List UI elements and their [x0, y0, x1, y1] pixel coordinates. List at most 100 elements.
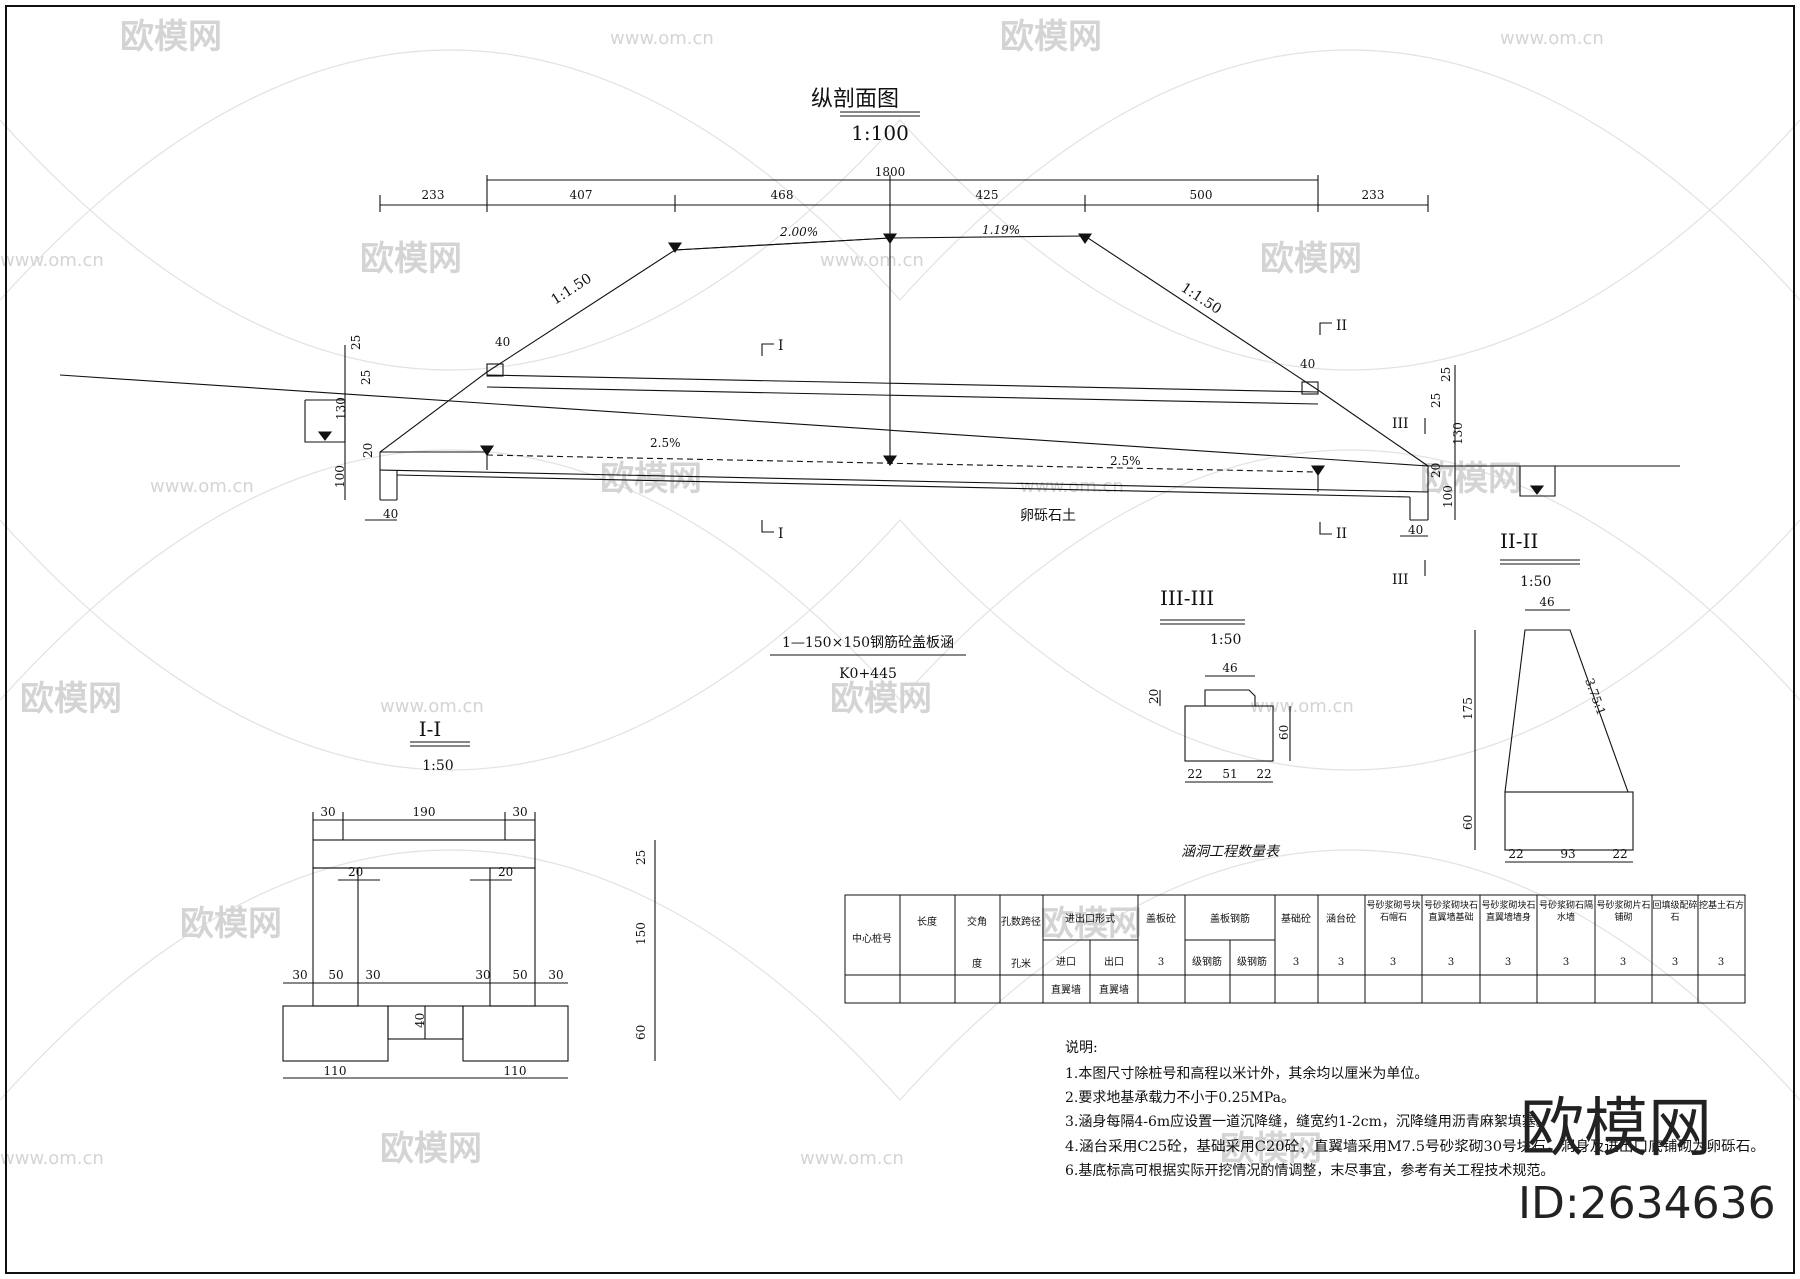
col-header: 回填级配碎石: [1652, 901, 1698, 923]
longitudinal-profile: 纵剖面图 1:100 1800 233 407 468 425 500 233 …: [59, 87, 1680, 588]
dim: 40: [495, 335, 510, 349]
section-III-III: III-III 1:50 46 20 60 22 51 22: [1147, 586, 1291, 783]
dim: 60: [1277, 725, 1291, 740]
col-rebar-b: 级钢筋: [1237, 955, 1267, 968]
col-header: 号砂浆砌块石直翼墙基础: [1423, 901, 1478, 923]
section-II-scale: 1:50: [1520, 574, 1551, 590]
brand-overlay: 欧模网 ID:2634636: [1518, 1092, 1776, 1229]
dim: 30: [292, 968, 307, 982]
note-item: 3.涵身每隔4-6m应设置一道沉降缝，缝宽约1-2cm，沉降缝用沥青麻絮填塞。: [1065, 1113, 1550, 1130]
watermark-pattern: [0, 49, 1800, 1101]
dim-seg: 500: [1190, 188, 1213, 202]
dim: 30: [548, 968, 563, 982]
watermark-url: www.om.cn: [0, 1148, 104, 1169]
dim: 22: [1187, 767, 1202, 781]
section-III-scale: 1:50: [1210, 632, 1241, 648]
unit: 3: [1563, 957, 1569, 968]
note-item: 2.要求地基承载力不小于0.25MPa。: [1065, 1089, 1295, 1106]
quantity-table: 涵洞工程数量表 中心桩号 长度 交角 度 孔数: [844, 844, 1746, 1004]
watermark-url: www.om.cn: [0, 250, 104, 271]
unit: 3: [1448, 957, 1454, 968]
table-title: 涵洞工程数量表: [1181, 844, 1281, 860]
dim: 25: [349, 335, 363, 350]
dim: 22: [1612, 847, 1627, 861]
soil-label: 卵砾石土: [1020, 508, 1076, 524]
unit: 3: [1718, 957, 1724, 968]
col-rebar: 盖板钢筋: [1210, 912, 1250, 925]
notes-heading: 说明:: [1065, 1040, 1098, 1056]
section-mark-I: I: [778, 526, 784, 542]
watermark-brand: 欧模网: [830, 679, 932, 719]
watermark-brand: 欧模网: [600, 459, 702, 499]
unit: 3: [1293, 957, 1299, 968]
profile-title: 纵剖面图: [811, 87, 899, 112]
dim: 110: [504, 1064, 527, 1078]
col-header: 号砂浆砌号块石帽石: [1366, 901, 1421, 923]
col-angle: 交角: [967, 915, 987, 928]
section-III-title: III-III: [1160, 586, 1214, 610]
dim: 100: [333, 465, 347, 488]
dim-seg: 233: [422, 188, 445, 202]
col-ends: 进出口形式: [1065, 912, 1115, 925]
culvert-grade-left: 2.5%: [650, 436, 681, 450]
col-header: 号砂浆砌片石铺砌: [1596, 901, 1651, 923]
grade-left: 2.00%: [779, 225, 818, 239]
culvert-grade-right: 2.5%: [1110, 454, 1141, 468]
dim: 46: [1222, 661, 1237, 675]
dim: 40: [413, 1013, 427, 1028]
watermark-brand: 欧模网: [1040, 904, 1142, 944]
culvert-station: K0+445: [839, 666, 897, 682]
col-inlet: 进口: [1056, 956, 1076, 968]
unit: 3: [1338, 957, 1344, 968]
col-span: 孔数跨径: [1001, 915, 1041, 928]
dim: 22: [1256, 767, 1271, 781]
section-I-I: I-I 1:50 30 190 30 20 20 30 50 30 30 50 …: [282, 717, 656, 1079]
unit: 3: [1158, 957, 1164, 968]
dim: 50: [328, 968, 343, 982]
dim: 25: [359, 370, 373, 385]
watermark-brand: 欧模网: [1000, 17, 1102, 57]
note-item: 4.涵台采用C25砼，基础采用C20砼，直翼墙采用M7.5号砂浆砌30号块石，洞…: [1065, 1138, 1765, 1155]
col-header: 挖基土石方: [1698, 901, 1744, 911]
section-mark-III: III: [1392, 416, 1409, 432]
dim: 93: [1560, 847, 1575, 861]
dim-seg: 468: [771, 188, 794, 202]
watermark-brand: 欧模网: [360, 239, 462, 279]
dim: 51: [1222, 767, 1237, 781]
dim: 130: [334, 397, 348, 420]
unit: 3: [1672, 957, 1678, 968]
col-station: 中心桩号: [852, 932, 892, 945]
dim-seg: 407: [570, 188, 593, 202]
dim-overall: 1800: [875, 165, 906, 179]
watermark-url: www.om.cn: [150, 476, 254, 497]
col-header: 涵台砼: [1326, 912, 1356, 925]
dim: 190: [413, 805, 436, 819]
dim: 22: [1508, 847, 1523, 861]
dim: 30: [512, 805, 527, 819]
dim-seg: 425: [976, 188, 999, 202]
dim: 40: [1300, 357, 1315, 371]
dim: 30: [320, 805, 335, 819]
watermark-brand: 欧模网: [180, 904, 282, 944]
note-item: 6.基底标高可根据实际开挖情况酌情调整，末尽事宜，参考有关工程技术规范。: [1065, 1162, 1554, 1179]
unit: 3: [1505, 957, 1511, 968]
unit: 3: [1390, 957, 1396, 968]
dim: 100: [1441, 485, 1455, 508]
dim: 25: [1429, 393, 1443, 408]
col-outlet: 出口: [1104, 955, 1124, 968]
dim: 25: [1439, 367, 1453, 382]
watermark-brand: 欧模网: [1260, 239, 1362, 279]
grade-right: 1.19%: [982, 223, 1020, 237]
section-mark-III: III: [1392, 572, 1409, 588]
outlet-type: 直翼墙: [1099, 983, 1129, 996]
unit: 3: [1620, 957, 1626, 968]
section-II-II: II-II 1:50 46 175 60 3.75:1 22 93 22: [1461, 529, 1634, 863]
watermark-brand: 欧模网: [20, 679, 122, 719]
dim: 110: [324, 1064, 347, 1078]
watermark-brand: 欧模网: [380, 1129, 482, 1169]
sheet-border: [5, 5, 1795, 1274]
col-header: 号砂浆砌石隔水墙: [1538, 901, 1593, 923]
dim: 20: [361, 443, 375, 458]
dim: 40: [383, 507, 398, 521]
